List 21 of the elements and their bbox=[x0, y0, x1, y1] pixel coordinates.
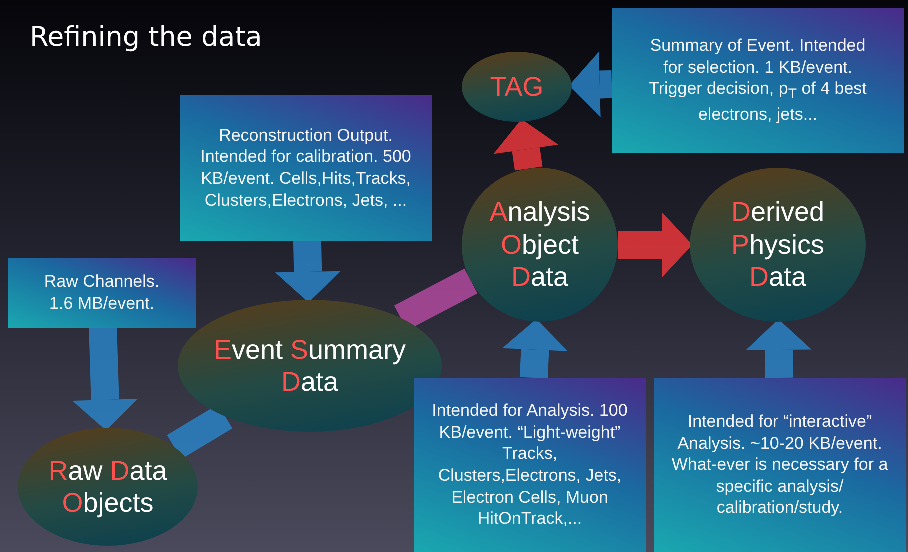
description-text: Summary of Event. Intended for selection. 1 KB/event. Trigger decision, p$_{T}$ of 4 best electrons, jets... bbox=[648, 34, 868, 126]
info-box bbox=[180, 95, 432, 241]
arrow bbox=[275, 240, 341, 303]
arrow bbox=[502, 319, 568, 379]
info-box bbox=[414, 378, 646, 552]
description-text: Reconstruction Output. Intended for calibration. 500 KB/event. Cells,Hits,Tracks, Clusters,Electrons, Jets, ... bbox=[200, 124, 412, 212]
info-box bbox=[612, 8, 904, 153]
description-text: Raw Channels. 1.6 MB/event. bbox=[43, 271, 161, 315]
node-label: Event Summary Data bbox=[212, 334, 408, 398]
description-text: Intended for Analysis. 100 KB/event. “Light-weight” Tracks, Clusters,Electrons, Jets, Electron Cells, Muon HitOnTrack,... bbox=[432, 400, 628, 530]
title: Refining the data bbox=[30, 22, 262, 53]
info-box bbox=[8, 258, 196, 328]
description-text: Intended for “interactive” Analysis. ~10-20 KB/event. What-ever is necessary for a specific analysis/ calibration/study. bbox=[670, 411, 890, 519]
node-label: Analysis Object Data bbox=[488, 196, 592, 294]
arrow bbox=[494, 119, 559, 171]
node-label: Raw Data Objects bbox=[48, 454, 168, 520]
arrow bbox=[72, 328, 138, 431]
arrow bbox=[746, 319, 812, 378]
info-box bbox=[654, 378, 906, 552]
node-label: TAG bbox=[490, 70, 544, 104]
node-label: Derived Physics Data bbox=[730, 196, 826, 294]
